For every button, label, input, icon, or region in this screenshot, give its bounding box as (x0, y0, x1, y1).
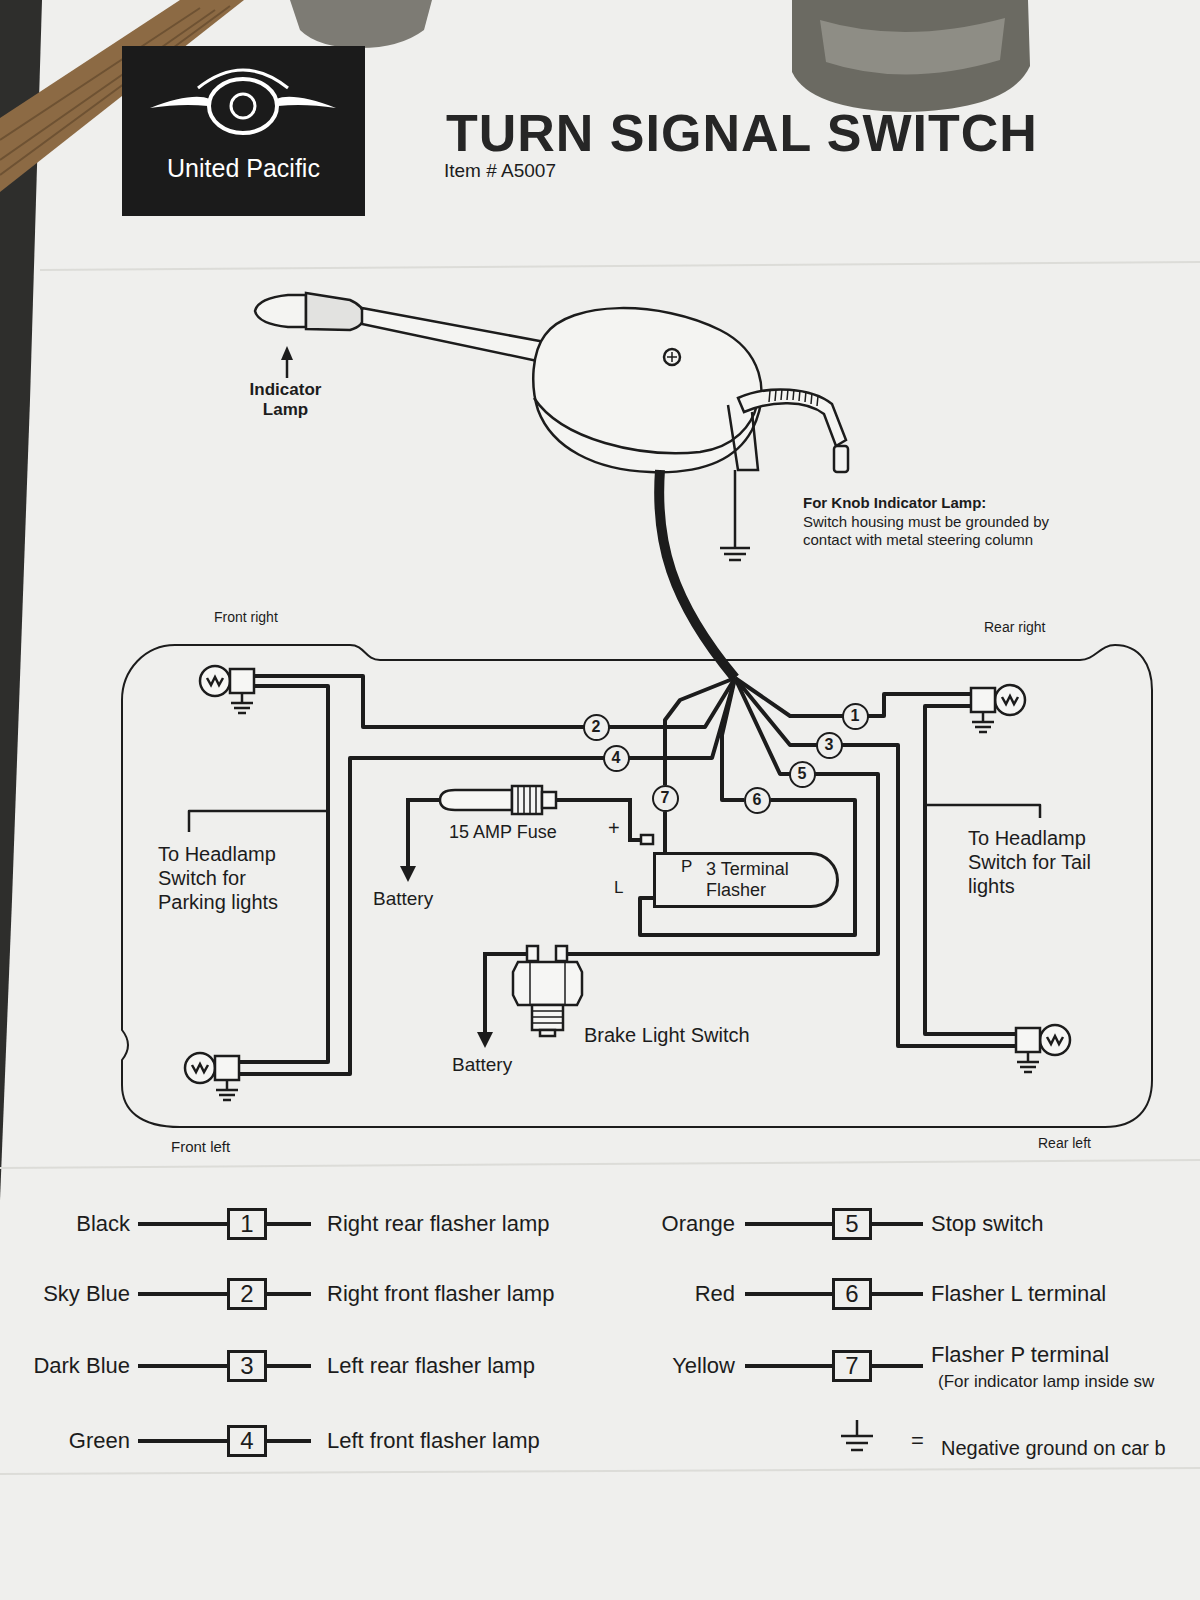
wires (189, 676, 1040, 1074)
wire-color: Red (605, 1281, 735, 1307)
wire-callout-text: 4 (612, 750, 621, 766)
legend-number: 7 (832, 1350, 872, 1382)
wire-function: Right rear flasher lamp (327, 1211, 550, 1237)
legend-number-text: 5 (845, 1212, 858, 1236)
note-text: Switch housing must be grounded by conta… (803, 513, 1053, 549)
legend-number: 5 (832, 1208, 872, 1240)
wire-callout-text: 5 (798, 766, 807, 782)
note-heading: For Knob Indicator Lamp: (803, 494, 986, 512)
turn-signal-switch (255, 293, 848, 678)
item-number: Item # A5007 (444, 160, 556, 183)
legend-number-text: 2 (240, 1282, 253, 1306)
wire-color: Black (0, 1211, 130, 1237)
legend-number-text: 4 (240, 1429, 253, 1453)
lamps (185, 666, 1070, 1100)
wire-function: Flasher L terminal (931, 1281, 1106, 1307)
lamp-label: Front right (214, 609, 278, 626)
part-label: 15 AMP Fuse (449, 822, 557, 844)
terminal-label: P (681, 857, 692, 877)
logo-box-text: United Pacific (122, 154, 365, 183)
symbol-equals: = (911, 1428, 924, 1454)
wire-callout-text: 6 (753, 792, 762, 808)
wire-function: Left front flasher lamp (327, 1428, 540, 1454)
wire-color: Yellow (605, 1353, 735, 1379)
legend-number: 4 (227, 1425, 267, 1457)
connection-note: To Headlamp Switch for Parking lights (158, 842, 308, 914)
wire-color: Sky Blue (0, 1281, 130, 1307)
logo-emblem (122, 46, 365, 146)
car-outline (122, 645, 1152, 1127)
wire-color: Orange (605, 1211, 735, 1237)
fuse (400, 786, 653, 882)
legend-number: 1 (227, 1208, 267, 1240)
legend-number-text: 6 (845, 1282, 858, 1306)
title: TURN SIGNAL SWITCH (446, 103, 1038, 163)
wire-connector (663, 812, 667, 853)
connection-note: To Headlamp Switch for Tail lights (968, 826, 1098, 898)
symbol-meaning: Negative ground on car b (941, 1436, 1166, 1460)
wire-color: Green (0, 1428, 130, 1454)
logo-box: United Pacific (122, 46, 365, 216)
wire-function: Left rear flasher lamp (327, 1353, 535, 1379)
lamp-label: Rear right (984, 619, 1045, 636)
wire-callout: 4 (603, 745, 630, 772)
brake-light-switch (477, 946, 582, 1048)
wire-callout: 3 (816, 732, 843, 759)
wire-callout-text: 7 (661, 790, 670, 806)
wire-callout: 5 (789, 761, 816, 788)
wire-callout-text: 3 (825, 737, 834, 753)
wire-function: Stop switch (931, 1211, 1044, 1237)
wire-callout: 1 (842, 703, 869, 730)
wire-callout-text: 1 (851, 708, 860, 724)
part-label: Indicator Lamp (238, 380, 333, 421)
flasher-box-text: 3 Terminal Flasher (706, 859, 806, 901)
wire-note: (For indicator lamp inside sw (938, 1372, 1154, 1392)
part-label: Battery (373, 888, 433, 911)
terminal-label: L (614, 878, 623, 898)
terminal-label: + (608, 816, 620, 840)
paper-folds (0, 262, 1200, 1474)
wire-color: Dark Blue (0, 1353, 130, 1379)
wire-callout: 7 (652, 785, 679, 812)
wire-function: Right front flasher lamp (327, 1281, 554, 1307)
wire-callout-text: 2 (592, 719, 601, 735)
lamp-label: Rear left (1038, 1135, 1091, 1152)
legend-number-text: 7 (845, 1354, 858, 1378)
wire-connector (640, 800, 855, 935)
wire-function: Flasher P terminal (931, 1342, 1109, 1368)
legend-number: 6 (832, 1278, 872, 1310)
lamp-label: Front left (171, 1138, 230, 1156)
metal-part (792, 0, 1030, 112)
legend-number-text: 3 (240, 1354, 253, 1378)
legend-number: 3 (227, 1350, 267, 1382)
part-label: Brake Light Switch (584, 1023, 750, 1047)
legend-number-text: 1 (240, 1212, 253, 1236)
part-label: Battery (452, 1054, 512, 1077)
legend-number: 2 (227, 1278, 267, 1310)
legend-lines (138, 1224, 923, 1450)
flasher-box: 3 Terminal Flasher (653, 852, 839, 908)
wire-callout: 2 (583, 714, 610, 741)
wire-callout: 6 (744, 787, 771, 814)
